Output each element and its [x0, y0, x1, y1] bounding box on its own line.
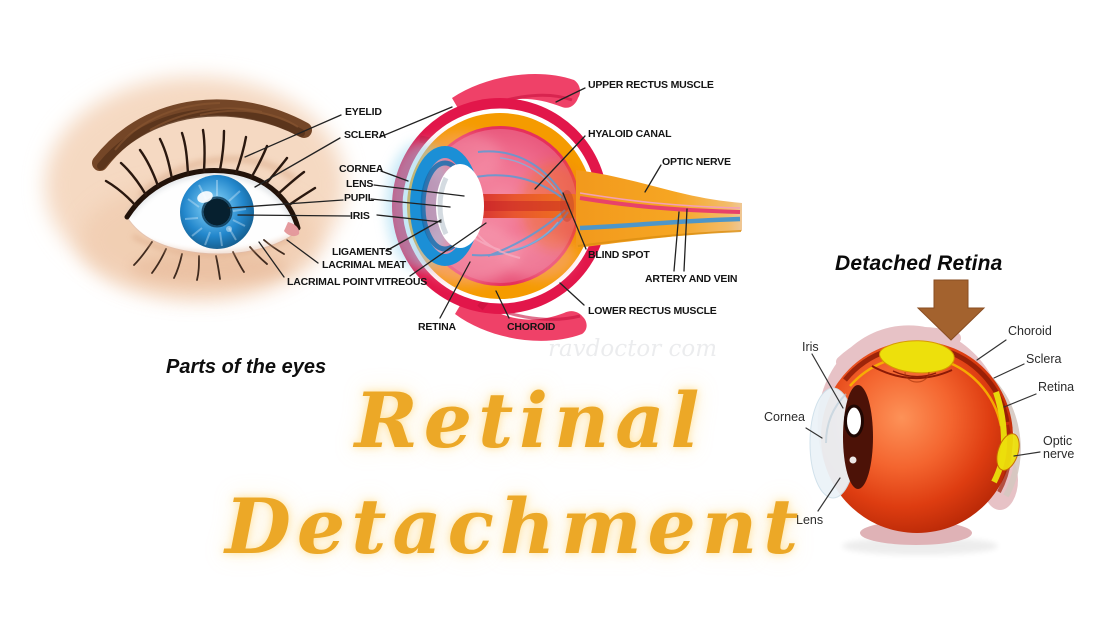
detached-retina-title: Detached Retina — [835, 252, 1003, 275]
label-vitreous: VITREOUS — [375, 276, 428, 288]
label-lower-rectus-muscle: LOWER RECTUS MUSCLE — [588, 305, 717, 317]
label-hyaloid-canal: HYALOID CANAL — [588, 128, 672, 140]
label-dr-iris: Iris — [802, 340, 819, 354]
label-pupil: PUPIL — [344, 192, 374, 204]
label-dr-cornea: Cornea — [764, 410, 805, 424]
iris-and-pupil — [180, 175, 254, 249]
label-eyelid: EYELID — [345, 106, 382, 118]
label-lacrimal-point: LACRIMAL POINT — [287, 276, 374, 288]
label-retina: RETINA — [418, 321, 456, 333]
label-ligaments: LIGAMENTS — [332, 246, 393, 258]
label-iris: IRIS — [350, 210, 370, 222]
label-upper-rectus-muscle: UPPER RECTUS MUSCLE — [588, 79, 714, 91]
eyelashes — [104, 128, 317, 281]
label-dr-optic-nerve: Optic nerve — [1043, 434, 1075, 461]
label-cornea: CORNEA — [339, 163, 384, 175]
label-lacrimal-meat: LACRIMAL MEAT — [322, 259, 406, 271]
label-dr-choroid: Choroid — [1008, 324, 1052, 338]
realistic-eye-illustration — [45, 77, 345, 300]
label-dr-sclera: Sclera — [1026, 352, 1062, 366]
main-title-line1: Retinal — [354, 376, 706, 465]
parts-of-the-eyes-caption: Parts of the eyes — [166, 356, 327, 378]
eye-cross-section-illustration — [386, 74, 742, 341]
label-sclera: SCLERA — [344, 129, 386, 141]
leader-lines — [227, 87, 688, 319]
label-lens: LENS — [346, 178, 374, 190]
label-artery-and-vein: ARTERY AND VEIN — [645, 273, 738, 285]
leader-lines-detached — [805, 339, 1041, 512]
down-arrow-icon — [916, 279, 986, 341]
eyebrow — [92, 99, 312, 171]
main-title-line2: Detachment — [225, 482, 805, 571]
label-dr-lens: Lens — [796, 513, 824, 527]
label-optic-nerve: OPTIC NERVE — [662, 156, 731, 168]
detached-eye-illustration — [809, 325, 1021, 555]
label-blind-spot: BLIND SPOT — [588, 249, 650, 261]
label-choroid: CHOROID — [507, 321, 556, 333]
watermark: ravdoctor com — [548, 336, 718, 362]
label-dr-retina: Retina — [1038, 380, 1075, 394]
